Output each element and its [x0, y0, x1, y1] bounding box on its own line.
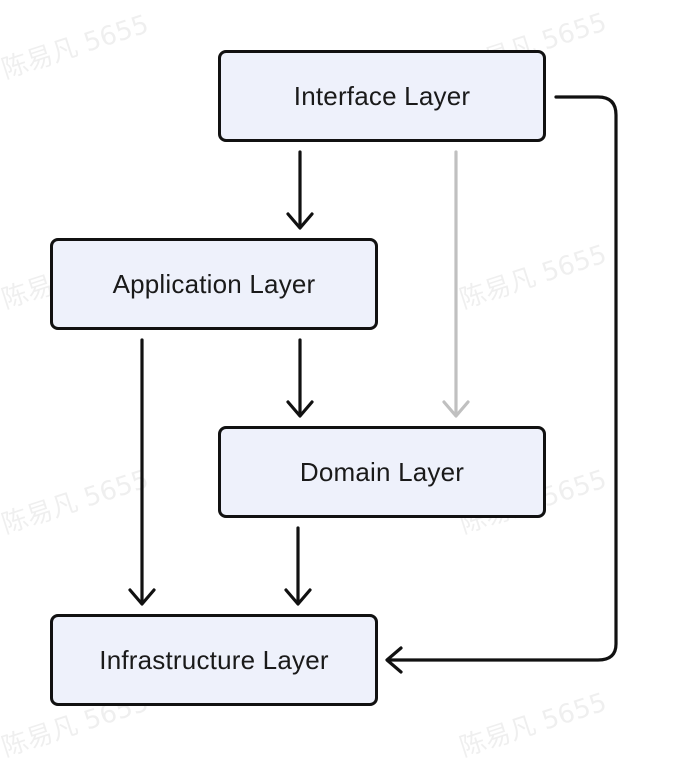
application-layer-node: Application Layer: [50, 238, 378, 330]
infrastructure-layer-label: Infrastructure Layer: [99, 644, 329, 675]
arrow-interface-to-infrastructure: [385, 95, 618, 674]
arrow-interface-to-domain: [442, 150, 470, 418]
interface-layer-node: Interface Layer: [218, 50, 546, 142]
interface-layer-label: Interface Layer: [293, 80, 471, 111]
arrow-domain-to-infrastructure: [284, 526, 312, 606]
infrastructure-layer-node: Infrastructure Layer: [50, 614, 378, 706]
domain-layer-node: Domain Layer: [218, 426, 546, 518]
domain-layer-label: Domain Layer: [299, 456, 465, 487]
application-layer-label: Application Layer: [112, 268, 316, 299]
arrow-interface-to-application: [286, 150, 314, 230]
arrow-application-to-domain: [286, 338, 314, 418]
arrow-application-to-infrastructure: [128, 338, 156, 606]
